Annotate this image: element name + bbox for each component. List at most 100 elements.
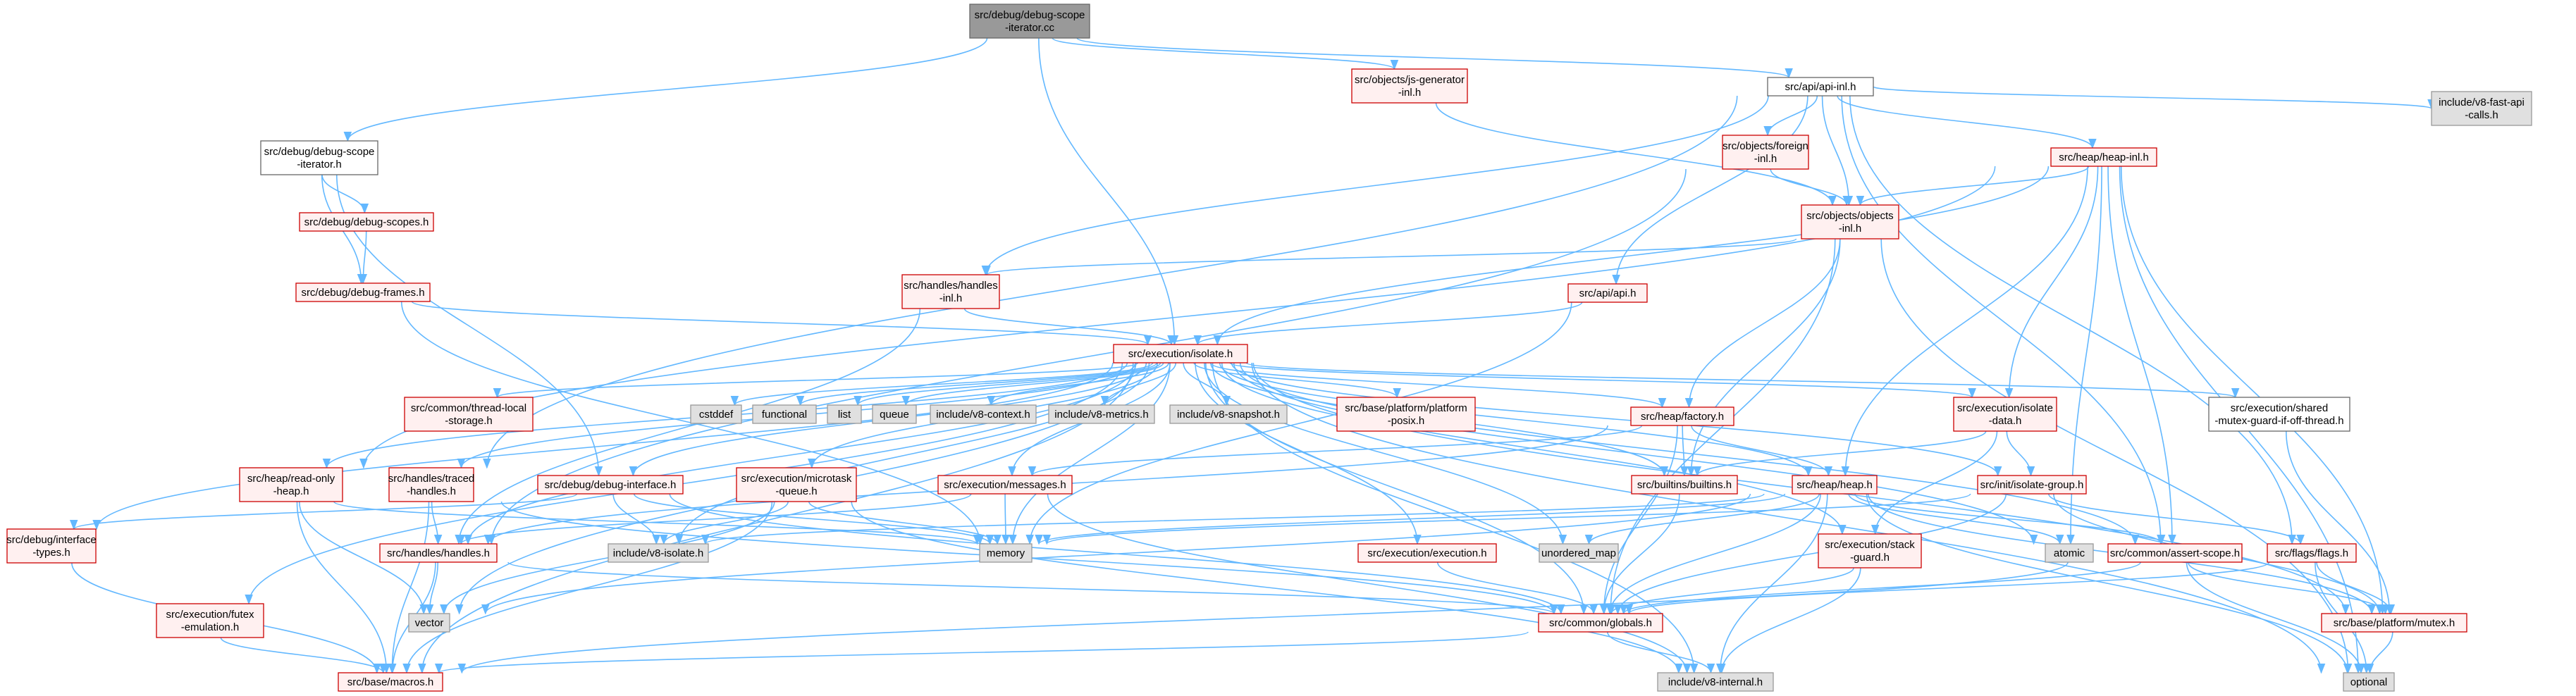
node-box[interactable] <box>388 467 474 502</box>
node-box[interactable] <box>1048 404 1155 424</box>
graph-node[interactable]: src/common/assert-scope.h <box>2107 543 2243 563</box>
node-box[interactable] <box>872 404 917 424</box>
node-box[interactable] <box>1538 613 1663 633</box>
graph-node[interactable]: src/debug/interface-types.h <box>6 528 97 564</box>
node-box[interactable] <box>690 404 742 424</box>
node-box[interactable] <box>404 397 534 432</box>
graph-node[interactable]: src/objects/foreign-inl.h <box>1722 135 1809 170</box>
node-box[interactable] <box>1539 543 1619 563</box>
node-box[interactable] <box>969 4 1090 39</box>
graph-node[interactable]: src/heap/heap-inl.h <box>2050 147 2157 167</box>
graph-node[interactable]: include/v8-context.h <box>930 404 1037 424</box>
graph-node[interactable]: src/common/thread-local-storage.h <box>404 397 534 432</box>
node-box[interactable] <box>1336 397 1476 432</box>
node-box[interactable] <box>239 467 343 502</box>
graph-node[interactable]: unordered_map <box>1539 543 1619 563</box>
graph-node[interactable]: src/handles/traced-handles.h <box>388 467 475 502</box>
node-box[interactable] <box>901 274 1000 309</box>
graph-node[interactable]: src/execution/isolate-data.h <box>1953 397 2057 432</box>
graph-node[interactable]: atomic <box>2045 543 2094 563</box>
node-box[interactable] <box>379 543 498 563</box>
node-box[interactable] <box>827 404 862 424</box>
node-box[interactable] <box>2343 672 2395 692</box>
node-box[interactable] <box>1169 404 1288 424</box>
graph-node[interactable]: src/flags/flags.h <box>2267 543 2357 563</box>
graph-node[interactable]: src/debug/debug-scope-iterator.cc <box>969 4 1090 39</box>
node-box[interactable] <box>408 613 450 633</box>
node-box[interactable] <box>2267 543 2357 563</box>
graph-node[interactable]: optional <box>2343 672 2395 692</box>
graph-node[interactable]: src/handles/handles-inl.h <box>901 274 1000 309</box>
node-box[interactable] <box>1722 135 1809 170</box>
node-box[interactable] <box>1630 406 1734 426</box>
graph-node[interactable]: vector <box>408 613 450 633</box>
graph-node[interactable]: src/debug/debug-scope-iterator.h <box>260 140 378 175</box>
node-box[interactable] <box>260 140 378 175</box>
node-box[interactable] <box>295 282 431 302</box>
node-box[interactable] <box>608 543 709 563</box>
node-box[interactable] <box>299 212 434 232</box>
graph-node[interactable]: src/heap/heap.h <box>1792 475 1878 495</box>
graph-node[interactable]: src/base/platform/mutex.h <box>2321 613 2467 633</box>
graph-node[interactable]: src/heap/read-only-heap.h <box>239 467 343 502</box>
graph-node[interactable]: src/heap/factory.h <box>1630 406 1734 426</box>
graph-node[interactable]: src/init/isolate-group.h <box>1977 475 2087 495</box>
node-box[interactable] <box>1792 475 1878 495</box>
graph-node[interactable]: cstddef <box>690 404 742 424</box>
graph-node[interactable]: src/debug/debug-scopes.h <box>299 212 434 232</box>
node-box[interactable] <box>2208 397 2350 432</box>
node-box[interactable] <box>736 467 857 502</box>
node-box[interactable] <box>752 404 817 424</box>
node-box[interactable] <box>930 404 1037 424</box>
graph-node[interactable]: src/base/macros.h <box>338 672 443 692</box>
graph-node[interactable]: memory <box>979 543 1033 563</box>
graph-node[interactable]: src/api/api-inl.h <box>1767 77 1874 97</box>
node-box[interactable] <box>1657 672 1774 692</box>
graph-node[interactable]: src/execution/stack-guard.h <box>1818 533 1922 568</box>
graph-node[interactable]: src/objects/js-generator-inl.h <box>1351 68 1468 104</box>
node-box[interactable] <box>1818 533 1922 568</box>
node-box[interactable] <box>1357 543 1497 563</box>
graph-node[interactable]: src/execution/microtask-queue.h <box>736 467 857 502</box>
node-box[interactable] <box>1567 283 1648 303</box>
graph-node[interactable]: src/api/api.h <box>1567 283 1648 303</box>
node-box[interactable] <box>2045 543 2094 563</box>
graph-node[interactable]: src/objects/objects-inl.h <box>1801 204 1899 240</box>
node-box[interactable] <box>156 603 264 638</box>
node-box[interactable] <box>338 672 443 692</box>
node-box[interactable] <box>1801 204 1899 240</box>
node-box[interactable] <box>937 475 1073 495</box>
graph-node[interactable]: queue <box>872 404 917 424</box>
graph-node[interactable]: include/v8-snapshot.h <box>1169 404 1288 424</box>
graph-node[interactable]: list <box>827 404 862 424</box>
node-box[interactable] <box>2050 147 2157 167</box>
graph-node[interactable]: src/common/globals.h <box>1538 613 1663 633</box>
node-box[interactable] <box>1113 344 1248 363</box>
graph-node[interactable]: src/handles/handles.h <box>379 543 498 563</box>
node-box[interactable] <box>1767 77 1874 97</box>
node-box[interactable] <box>2431 91 2532 126</box>
graph-node[interactable]: src/debug/debug-interface.h <box>537 475 684 495</box>
graph-node[interactable]: src/execution/futex-emulation.h <box>156 603 264 638</box>
graph-node[interactable]: src/execution/isolate.h <box>1113 344 1248 363</box>
node-box[interactable] <box>2321 613 2467 633</box>
node-box[interactable] <box>2107 543 2243 563</box>
node-box[interactable] <box>1953 397 2057 432</box>
graph-node[interactable]: include/v8-fast-api-calls.h <box>2431 91 2532 126</box>
graph-node[interactable]: functional <box>752 404 817 424</box>
node-box[interactable] <box>979 543 1033 563</box>
graph-node[interactable]: src/execution/execution.h <box>1357 543 1497 563</box>
graph-node[interactable]: src/builtins/builtins.h <box>1631 475 1738 495</box>
graph-node[interactable]: include/v8-metrics.h <box>1048 404 1155 424</box>
node-box[interactable] <box>1631 475 1738 495</box>
node-box[interactable] <box>537 475 684 495</box>
graph-node[interactable]: src/base/platform/platform-posix.h <box>1336 397 1476 432</box>
graph-node[interactable]: include/v8-internal.h <box>1657 672 1774 692</box>
node-box[interactable] <box>1351 68 1468 104</box>
graph-node[interactable]: src/debug/debug-frames.h <box>295 282 431 302</box>
graph-node[interactable]: src/execution/shared-mutex-guard-if-off-… <box>2208 397 2350 432</box>
node-box[interactable] <box>6 528 97 564</box>
graph-node[interactable]: src/execution/messages.h <box>937 475 1073 495</box>
graph-node[interactable]: include/v8-isolate.h <box>608 543 709 563</box>
node-box[interactable] <box>1977 475 2087 495</box>
